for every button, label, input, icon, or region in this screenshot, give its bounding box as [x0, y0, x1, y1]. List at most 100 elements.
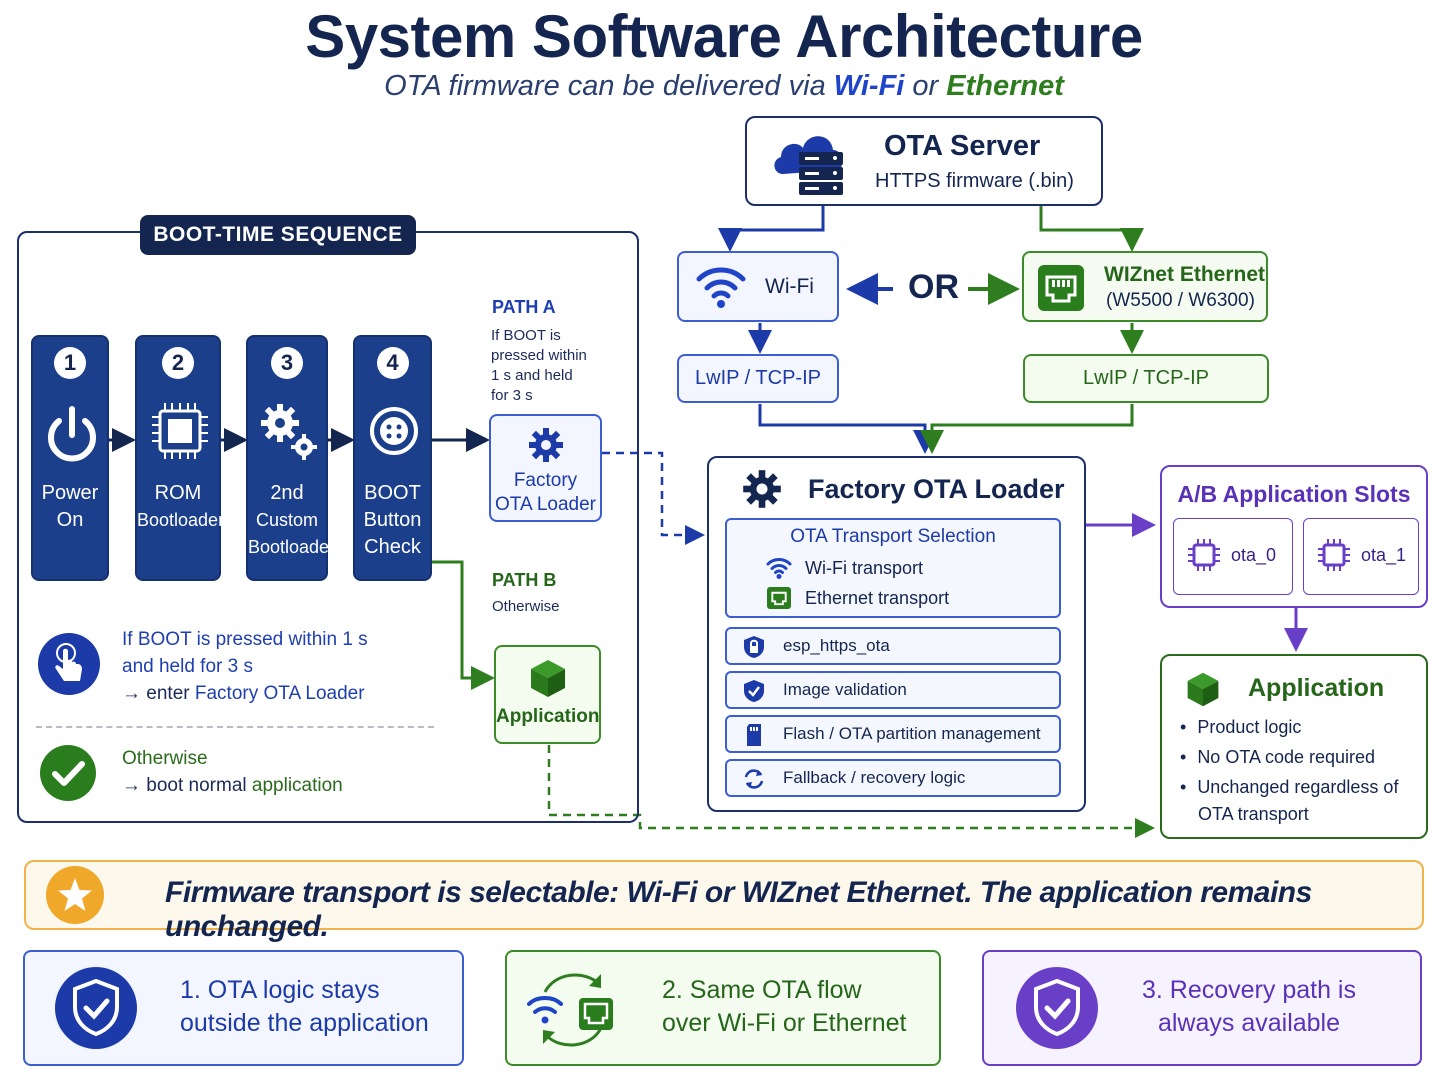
path-b-title: PATH B: [492, 570, 557, 590]
wifi-lwip-box: LwIP / TCP-IP: [677, 354, 839, 403]
loader-title: Factory OTA Loader: [808, 474, 1065, 504]
step-label-3: Check: [364, 536, 421, 558]
note-line: Otherwise: [122, 748, 208, 769]
slot-ota-0: ota_0: [1173, 518, 1293, 595]
chip-icon: [137, 399, 219, 469]
subtitle-wifi: Wi-Fi: [833, 70, 905, 102]
ab-slots-panel: A/B Application Slots ota_0 ota_1: [1160, 465, 1428, 608]
footer-line: always available: [1157, 1009, 1341, 1037]
footer-text: 2. Same OTA flow over Wi-Fi or Ethernet: [662, 974, 907, 1040]
slot-ota-1: ota_1: [1303, 518, 1419, 595]
ethernet-title: WIZnet Ethernet: [1104, 263, 1265, 286]
or-label: OR: [908, 268, 959, 306]
application-title: Application: [1248, 674, 1385, 702]
cube-icon: [496, 657, 599, 704]
step-label-2: Bootloader: [137, 510, 225, 530]
path-a-line: 1 s and held: [491, 367, 573, 384]
check-icon: [40, 745, 96, 801]
note-highlight: application: [251, 775, 343, 796]
ethernet-box: WIZnet Ethernet (W5500 / W6300): [1022, 251, 1268, 322]
row-label: Image validation: [783, 680, 907, 699]
footer-card-ota-logic: 1. OTA logic stays outside the applicati…: [23, 950, 464, 1066]
step-label-3: Bootloader: [248, 537, 336, 557]
boot-note-factory: If BOOT is pressed within 1 s and held f…: [122, 626, 368, 707]
path-a-line: pressed within: [491, 347, 587, 364]
step-number: 1: [54, 347, 86, 379]
factory-box-line-2: OTA Loader: [494, 494, 597, 515]
factory-box-line-1: Factory: [513, 470, 578, 491]
sd-card-icon: [741, 723, 767, 747]
application-box-small: Application: [494, 645, 601, 744]
footer-line: 2. Same OTA flow: [662, 976, 862, 1004]
application-panel: Application • Product logic • No OTA cod…: [1160, 654, 1428, 839]
gears-icon: [248, 399, 326, 469]
slot-label: ota_0: [1231, 545, 1277, 565]
step-number: 4: [376, 347, 409, 379]
step-label-1: Power: [41, 482, 99, 504]
ota-server-title: OTA Server: [884, 130, 1041, 162]
wifi-ethernet-swap-icon: [521, 962, 621, 1061]
step-label-1: ROM: [154, 482, 202, 504]
page-subtitle: OTA firmware can be delivered via Wi-Fi …: [0, 70, 1448, 103]
bullet-item: • Product logic: [1180, 717, 1302, 737]
banner: [24, 860, 1424, 930]
footer-line: 1. OTA logic stays: [180, 976, 380, 1004]
divider: [36, 726, 434, 728]
loader-row-flash-partition: Flash / OTA partition management: [725, 715, 1061, 753]
ethernet-port-icon: [1038, 265, 1084, 311]
press-hand-icon: [38, 633, 100, 695]
wifi-box: Wi-Fi: [677, 251, 839, 322]
row-label: esp_https_ota: [783, 636, 890, 655]
step-number: 2: [162, 347, 194, 379]
note-highlight: Factory OTA Loader: [194, 683, 365, 704]
page-title: System Software Architecture: [305, 3, 1143, 70]
step-label-2: Button: [363, 509, 422, 531]
loader-row-image-validation: Image validation: [725, 671, 1061, 709]
shield-check-icon: [55, 967, 137, 1049]
ota-server-subtitle: HTTPS firmware (.bin): [875, 170, 1074, 192]
wifi-label: Wi-Fi: [765, 275, 814, 298]
path-a-line: If BOOT is: [491, 327, 561, 344]
transport-title: OTA Transport Selection: [790, 526, 996, 547]
footer-card-same-flow: 2. Same OTA flow over Wi-Fi or Ethernet: [505, 950, 941, 1066]
gear-icon: [741, 468, 783, 515]
ab-slots-title: A/B Application Slots: [1177, 481, 1411, 507]
gear-icon: [491, 426, 600, 469]
loader-row-fallback: Fallback / recovery logic: [725, 759, 1061, 797]
bullet-item: • No OTA code required: [1180, 747, 1376, 767]
note-prefix: → boot normal: [122, 775, 252, 796]
banner-text: Firmware transport is selectable: Wi-Fi …: [165, 876, 1312, 943]
footer-card-recovery: 3. Recovery path is always available: [982, 950, 1422, 1066]
boot-sequence-label: BOOT-TIME SEQUENCE: [140, 215, 416, 255]
footer-line: 3. Recovery path is: [1142, 976, 1356, 1004]
chip-icon: [1316, 537, 1352, 578]
transport-ethernet: Ethernet transport: [805, 588, 950, 608]
path-a-line: for 3 s: [491, 387, 533, 404]
footer-line: over Wi-Fi or Ethernet: [662, 1009, 907, 1037]
row-label: Flash / OTA partition management: [783, 724, 1041, 743]
cube-icon: [1184, 670, 1222, 713]
ota-server-box: OTA Server HTTPS firmware (.bin): [745, 116, 1103, 206]
shield-check-icon: [741, 679, 767, 703]
power-icon: [33, 399, 107, 469]
wifi-icon: [765, 556, 793, 585]
row-label: Fallback / recovery logic: [783, 768, 966, 787]
path-a-description: If BOOT is pressed within 1 s and held f…: [491, 326, 587, 406]
note-line: and held for 3 s: [122, 656, 253, 677]
factory-ota-loader-box: Factory OTA Loader: [489, 414, 602, 522]
step-label-2: Custom: [255, 510, 318, 530]
wifi-icon: [695, 263, 747, 316]
refresh-icon: [741, 767, 767, 791]
transport-selection-box: OTA Transport Selection Wi-Fi transport …: [725, 518, 1061, 618]
star-icon: [46, 866, 104, 924]
cloud-server-icon: [769, 126, 851, 203]
loader-row-https-ota: esp_https_ota: [725, 627, 1061, 665]
step-label-1: BOOT: [364, 482, 421, 504]
ethernet-lwip-box: LwIP / TCP-IP: [1023, 354, 1269, 403]
chip-icon: [1186, 537, 1222, 578]
step-label-1: 2nd: [270, 482, 304, 504]
ethernet-port-icon: [767, 587, 791, 609]
